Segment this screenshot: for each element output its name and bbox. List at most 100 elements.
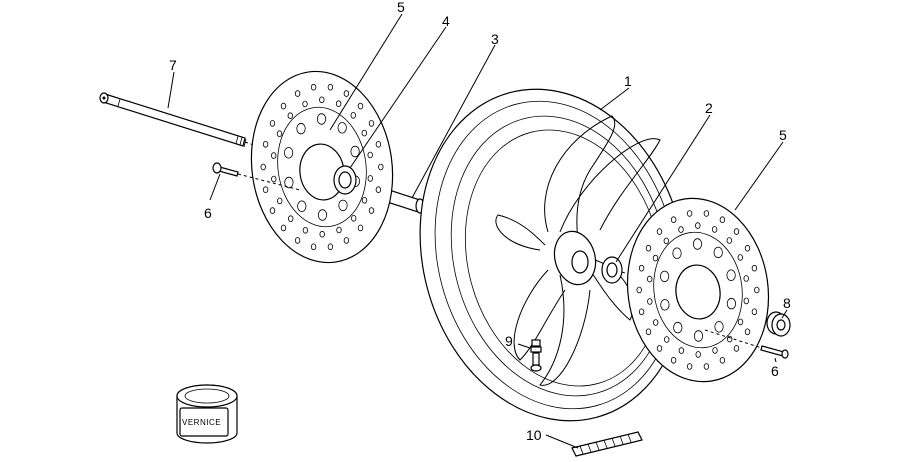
- disc-hole: [367, 151, 373, 159]
- disc-hole: [754, 286, 760, 294]
- disc-hole: [357, 102, 364, 110]
- disc-screw-left: [212, 162, 301, 191]
- disc-hole: [663, 237, 669, 245]
- disc-hole: [260, 163, 266, 171]
- disc-hole: [744, 328, 751, 336]
- disc-hole: [719, 356, 726, 364]
- disc-hole: [375, 186, 382, 194]
- disc-hole: [310, 243, 317, 251]
- disc-hole: [670, 216, 677, 224]
- disc-right-holes: [636, 210, 760, 370]
- disc-hole: [327, 243, 334, 251]
- disc-hole: [714, 321, 724, 333]
- disc-hole: [335, 100, 342, 107]
- disc-hole: [751, 264, 758, 272]
- disc-hole: [361, 197, 368, 204]
- disc-hole: [656, 345, 663, 352]
- disc-hole: [638, 264, 645, 272]
- disc-hole: [686, 210, 693, 217]
- bearing-left: [333, 165, 357, 195]
- balance-weights: [571, 431, 643, 457]
- disc-hole: [713, 246, 723, 259]
- disc-hole: [361, 129, 367, 137]
- disc-hole: [338, 199, 348, 212]
- callout-8: 8: [783, 295, 791, 311]
- disc-hole: [302, 227, 309, 234]
- disc-hole: [276, 130, 283, 138]
- disc-hole: [678, 347, 685, 354]
- disc-hole: [727, 335, 733, 343]
- axle-nut: [766, 311, 791, 337]
- disc-hole: [743, 297, 749, 305]
- disc-hole: [647, 298, 653, 305]
- callout-6-right: 6: [771, 363, 779, 379]
- disc-hole: [744, 244, 751, 252]
- disc-hole: [659, 270, 670, 283]
- callout-1: 1: [624, 73, 632, 89]
- disc-hole: [672, 247, 682, 259]
- disc-hole: [645, 244, 652, 252]
- disc-hole: [638, 308, 645, 316]
- disc-hole: [296, 122, 306, 135]
- brake-disc-right: [626, 197, 770, 383]
- disc-hole: [350, 112, 356, 119]
- disc-hole: [703, 363, 710, 370]
- disc-hole: [294, 90, 301, 97]
- disc-hole: [673, 321, 683, 334]
- disc-hole: [737, 254, 743, 261]
- callout-7: 7: [169, 57, 177, 73]
- disc-hole: [733, 228, 740, 235]
- callout-10: 10: [526, 427, 542, 443]
- callout-3: 3: [491, 31, 499, 47]
- disc-hole: [712, 347, 718, 354]
- disc-hole: [695, 222, 701, 229]
- disc-hole: [294, 237, 301, 244]
- disc-hole: [271, 152, 277, 159]
- disc-hole: [636, 286, 642, 294]
- disc-hole: [711, 226, 718, 233]
- disc-hole: [737, 318, 744, 326]
- disc-hole: [336, 226, 342, 234]
- disc-hole: [269, 120, 276, 127]
- disc-hole: [726, 269, 736, 281]
- disc-hole: [375, 141, 382, 148]
- callout-9: 9: [505, 333, 513, 349]
- callout-5-right: 5: [779, 127, 787, 143]
- disc-hole: [693, 330, 704, 342]
- disc-hole: [368, 120, 375, 127]
- disc-hole: [280, 102, 287, 110]
- disc-hole: [719, 216, 726, 224]
- disc-hole: [319, 230, 325, 238]
- disc-hole: [280, 224, 287, 232]
- disc-hole: [327, 83, 334, 91]
- disc-hole: [368, 207, 375, 214]
- disc-hole: [686, 363, 693, 370]
- disc-hole: [656, 228, 663, 235]
- leader-lines: [167, 13, 788, 449]
- disc-hole: [678, 226, 684, 233]
- disc-hole: [287, 112, 293, 119]
- disc-hole: [262, 186, 269, 194]
- disc-hole: [271, 175, 277, 183]
- disc-hole: [262, 141, 269, 148]
- tire-valve: [530, 339, 542, 372]
- paint-can-label: VERNICE: [182, 418, 221, 427]
- disc-hole: [692, 238, 703, 250]
- disc-hole: [645, 328, 652, 336]
- disc-hole: [652, 254, 659, 262]
- disc-hole: [269, 207, 276, 214]
- disc-screw-right: [704, 329, 789, 359]
- disc-hole: [660, 299, 670, 311]
- wheel-rim: [419, 88, 687, 422]
- callout-6-left: 6: [204, 205, 212, 221]
- disc-hole: [277, 197, 283, 205]
- disc-hole: [367, 175, 373, 182]
- disc-hole: [703, 210, 710, 217]
- brake-disc-left: [250, 70, 394, 264]
- disc-hole: [357, 224, 364, 232]
- disc-hole: [350, 145, 360, 158]
- disc-hole: [726, 237, 732, 244]
- callout-5-left: 5: [397, 0, 405, 15]
- disc-hole: [751, 308, 758, 316]
